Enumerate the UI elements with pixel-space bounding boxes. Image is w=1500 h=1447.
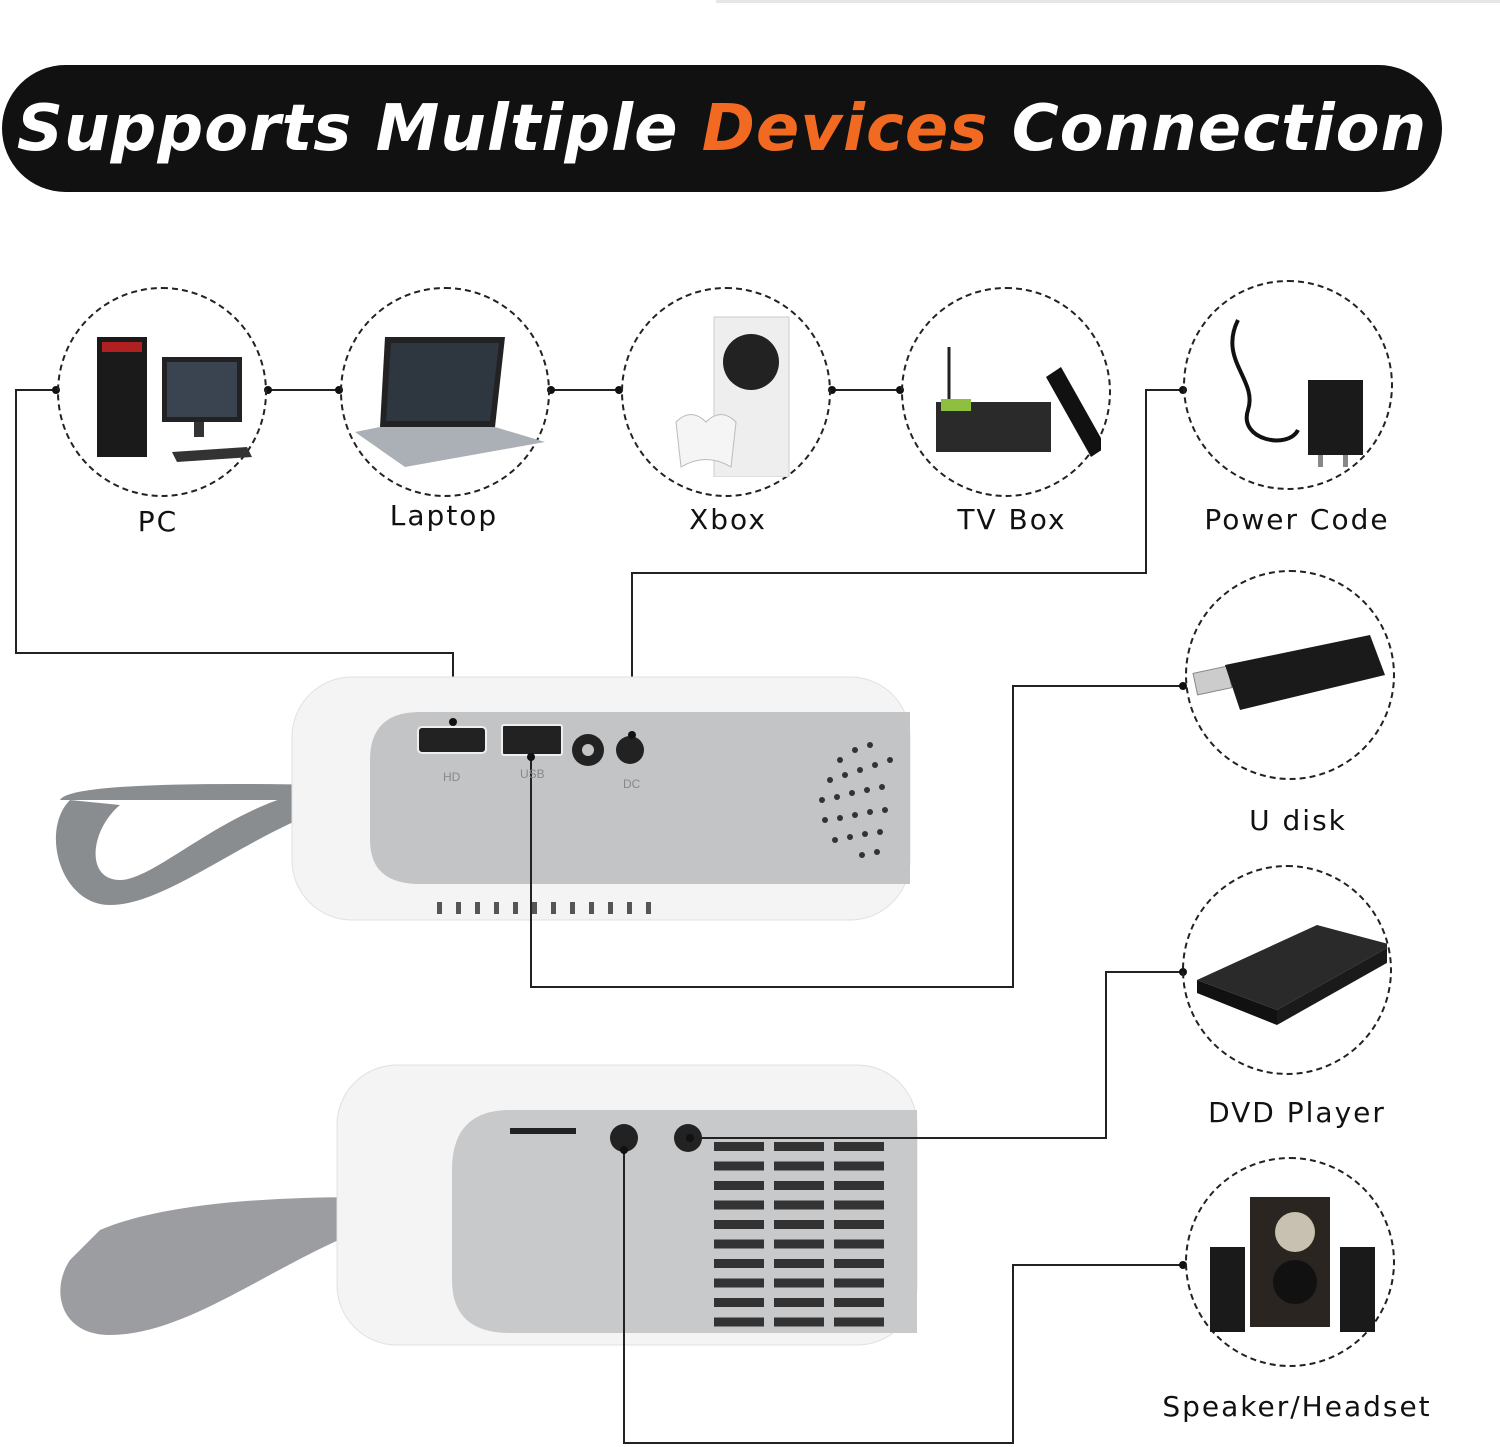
vent-slot	[714, 1161, 764, 1171]
device-label-speaker: Speaker/Headset	[1162, 1390, 1432, 1423]
vent-slot	[834, 1142, 884, 1151]
device-circle-xbox	[621, 287, 831, 497]
vent-slot	[774, 1181, 824, 1190]
vent-slot	[494, 902, 499, 914]
dvd-connector-line	[690, 971, 1183, 1139]
speaker-icon	[1210, 1197, 1375, 1332]
vent-slot	[834, 1317, 884, 1327]
laptop-icon	[355, 337, 545, 467]
vent-grille	[714, 1142, 884, 1327]
vent-slot	[714, 1200, 764, 1210]
vent-slot	[551, 902, 556, 914]
vent-slot	[714, 1278, 764, 1288]
vent-slot	[714, 1317, 764, 1327]
vent-slot	[834, 1278, 884, 1288]
device-label-dvd: DVD Player	[1208, 1096, 1386, 1129]
usb-drive-icon	[1192, 635, 1385, 710]
vent-slot	[608, 902, 613, 914]
vent-slot	[627, 902, 632, 914]
device-label-power: Power Code	[1204, 503, 1390, 536]
dvd-player-icon	[1197, 925, 1387, 1025]
vent-slot	[774, 1259, 824, 1268]
hdmi-connector-line	[15, 389, 454, 722]
vent-slots	[432, 900, 660, 916]
top-divider	[716, 0, 1500, 3]
vent-slot	[774, 1317, 824, 1327]
device-circle-u-disk	[1185, 570, 1395, 780]
dc-port	[616, 736, 644, 764]
pc-icon	[97, 337, 252, 462]
speaker-grille	[819, 742, 893, 858]
vent-slot	[714, 1298, 764, 1307]
device-label-tv-box: TV Box	[957, 503, 1067, 536]
vent-slot	[714, 1181, 764, 1190]
vent-slot	[834, 1200, 884, 1210]
vent-slot	[834, 1181, 884, 1190]
vent-slot	[714, 1142, 764, 1151]
vent-slot	[774, 1239, 824, 1249]
projector-side-view-top	[55, 676, 911, 921]
device-circle-tv-box	[901, 287, 1111, 497]
hdmi-port	[417, 726, 487, 754]
device-circle-power	[1183, 280, 1393, 490]
vent-slot	[437, 902, 442, 914]
vent-slot	[774, 1298, 824, 1307]
vent-slot	[513, 902, 518, 914]
device-label-xbox: Xbox	[689, 503, 767, 536]
dc-port-label: DC	[623, 777, 641, 791]
vent-slot	[834, 1259, 884, 1268]
dc-connector-line	[631, 389, 1183, 735]
page-title: Supports Multiple Devices Connection	[16, 91, 1428, 166]
xbox-icon	[675, 316, 790, 477]
usb-port	[501, 724, 563, 756]
device-label-pc: PC	[137, 505, 179, 538]
vent-slot	[774, 1161, 824, 1171]
device-label-u-disk: U disk	[1249, 804, 1347, 837]
vent-slot	[834, 1161, 884, 1171]
vent-slot	[456, 902, 461, 914]
vent-slot	[774, 1220, 824, 1229]
tv-box-icon	[936, 347, 1101, 457]
vent-slot	[714, 1220, 764, 1229]
usb-port-label: USB	[520, 767, 545, 781]
device-circle-dvd	[1182, 865, 1392, 1075]
vent-slot	[834, 1220, 884, 1229]
device-circle-pc	[57, 287, 267, 497]
title-banner: Supports Multiple Devices Connection	[2, 65, 1442, 192]
vent-slot	[714, 1259, 764, 1268]
device-circle-speaker	[1185, 1157, 1395, 1367]
power-adapter-icon	[1230, 319, 1363, 467]
vent-slot	[570, 902, 575, 914]
audio-connector-line	[623, 1140, 1183, 1444]
usb-connector-line	[530, 685, 1183, 988]
vent-slot	[589, 902, 594, 914]
vent-slot	[714, 1239, 764, 1249]
vent-slot	[475, 902, 480, 914]
vent-slot	[774, 1142, 824, 1151]
vent-slot	[532, 902, 537, 914]
vent-slot	[646, 902, 651, 914]
vent-slot	[834, 1239, 884, 1249]
sd-card-slot	[510, 1128, 576, 1134]
projector-side-view-bottom	[60, 1064, 918, 1346]
device-circle-laptop	[340, 287, 550, 497]
audio-jack-1	[610, 1124, 638, 1152]
vent-slot	[834, 1298, 884, 1307]
vent-slot	[774, 1200, 824, 1210]
hdmi-port-label: HD	[443, 770, 461, 784]
vent-slot	[774, 1278, 824, 1288]
device-label-laptop: Laptop	[389, 499, 499, 532]
